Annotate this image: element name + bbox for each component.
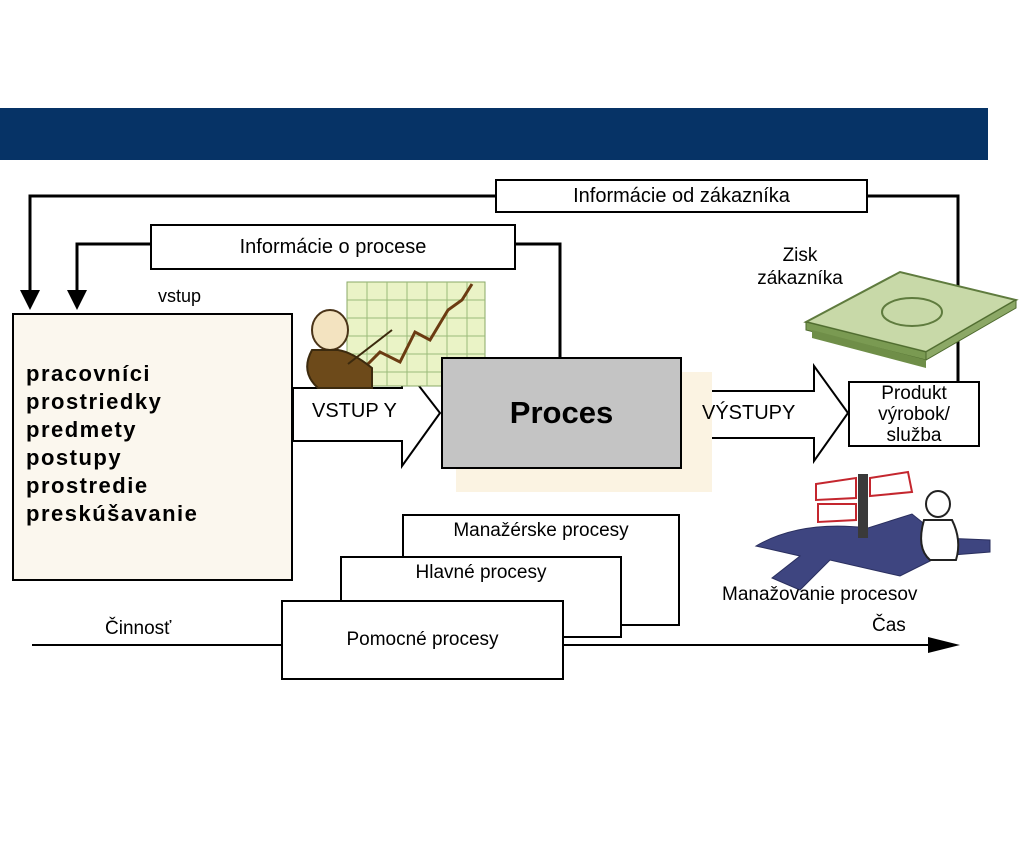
support-processes-label: Pomocné procesy [346, 629, 499, 650]
resource-item: postupy [26, 445, 123, 470]
customer-feedback-line [28, 194, 960, 358]
inputs-arrow-label: VSTUP Y [312, 400, 397, 422]
process-info-label: Informácie o procese [239, 235, 427, 258]
product-line: služba [886, 424, 942, 446]
resource-item: prostredie [26, 473, 149, 498]
header-banner [0, 108, 988, 160]
process-box: Proces [441, 357, 682, 469]
support-processes-box: Pomocné procesy [281, 600, 564, 680]
process-info-box: Informácie o procese [150, 224, 516, 270]
product-line: výrobok/ [878, 403, 950, 425]
resource-item: predmety [26, 417, 138, 442]
customer-profit-line: zákazníka [757, 268, 843, 289]
activity-label: Činnosť [105, 618, 172, 639]
product-line: Produkt [881, 382, 947, 404]
customer-info-label: Informácie od zákazníka [573, 184, 790, 207]
resource-item: pracovníci [26, 361, 152, 386]
product-box: Produkt výrobok/ služba [848, 381, 980, 447]
process-label: Proces [509, 395, 614, 430]
resources-box [12, 313, 293, 581]
time-axis-arrowhead [928, 637, 960, 653]
resource-item: prostriedky [26, 389, 163, 414]
signpost-clipart [754, 470, 991, 591]
input-label: vstup [158, 286, 202, 306]
customer-profit-label: Zisk zákazníka [740, 244, 860, 290]
time-label: Čas [872, 615, 906, 636]
main-processes-label: Hlavné procesy [415, 562, 547, 583]
customer-feedback-arrowhead [20, 290, 40, 310]
managerial-processes-label: Manažérske procesy [453, 520, 629, 541]
resources-list: pracovníci prostriedky predmety postupy … [26, 360, 198, 528]
resource-item: preskúšavanie [26, 501, 199, 526]
customer-profit-line: Zisk [782, 245, 818, 266]
outputs-arrow-label: VÝSTUPY [702, 402, 796, 424]
process-management-label: Manažovanie procesov [722, 584, 918, 605]
process-feedback-arrowhead [67, 290, 87, 310]
customer-info-box: Informácie od zákazníka [495, 179, 868, 213]
money-stack-clipart [803, 270, 1019, 368]
